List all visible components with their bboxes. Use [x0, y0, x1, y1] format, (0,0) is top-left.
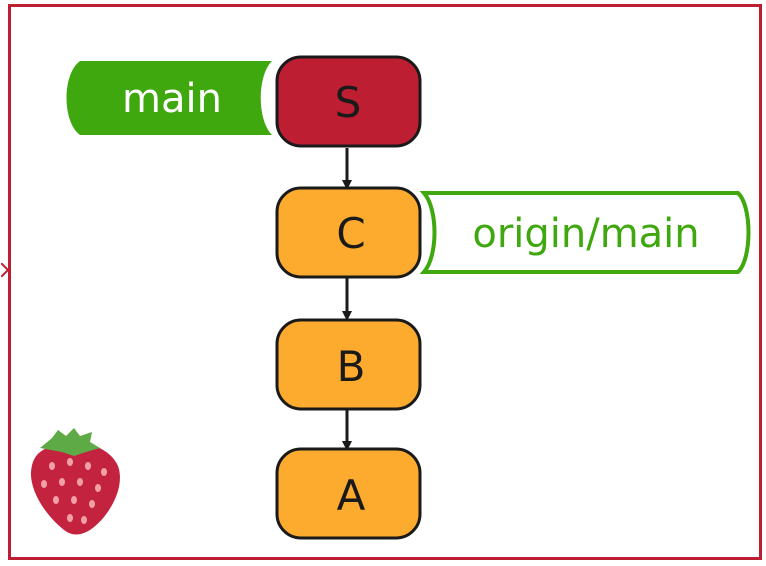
commit-label-a: A — [337, 471, 366, 520]
commit-node-b: B — [275, 318, 422, 411]
commit-label-s: S — [335, 78, 362, 127]
branch-tag-main: main — [66, 61, 272, 135]
commit-node-s: S — [275, 55, 422, 148]
commit-node-c: C — [275, 186, 422, 279]
commit-label-c: C — [336, 209, 365, 258]
strawberry-icon — [30, 428, 120, 535]
branch-tag-origin-main: origin/main — [419, 191, 751, 274]
frame-notch — [1, 263, 9, 277]
branch-label-origin-main: origin/main — [472, 211, 699, 257]
commit-label-b: B — [337, 342, 366, 391]
commit-node-a: A — [275, 447, 422, 540]
branch-label-main: main — [122, 76, 222, 122]
